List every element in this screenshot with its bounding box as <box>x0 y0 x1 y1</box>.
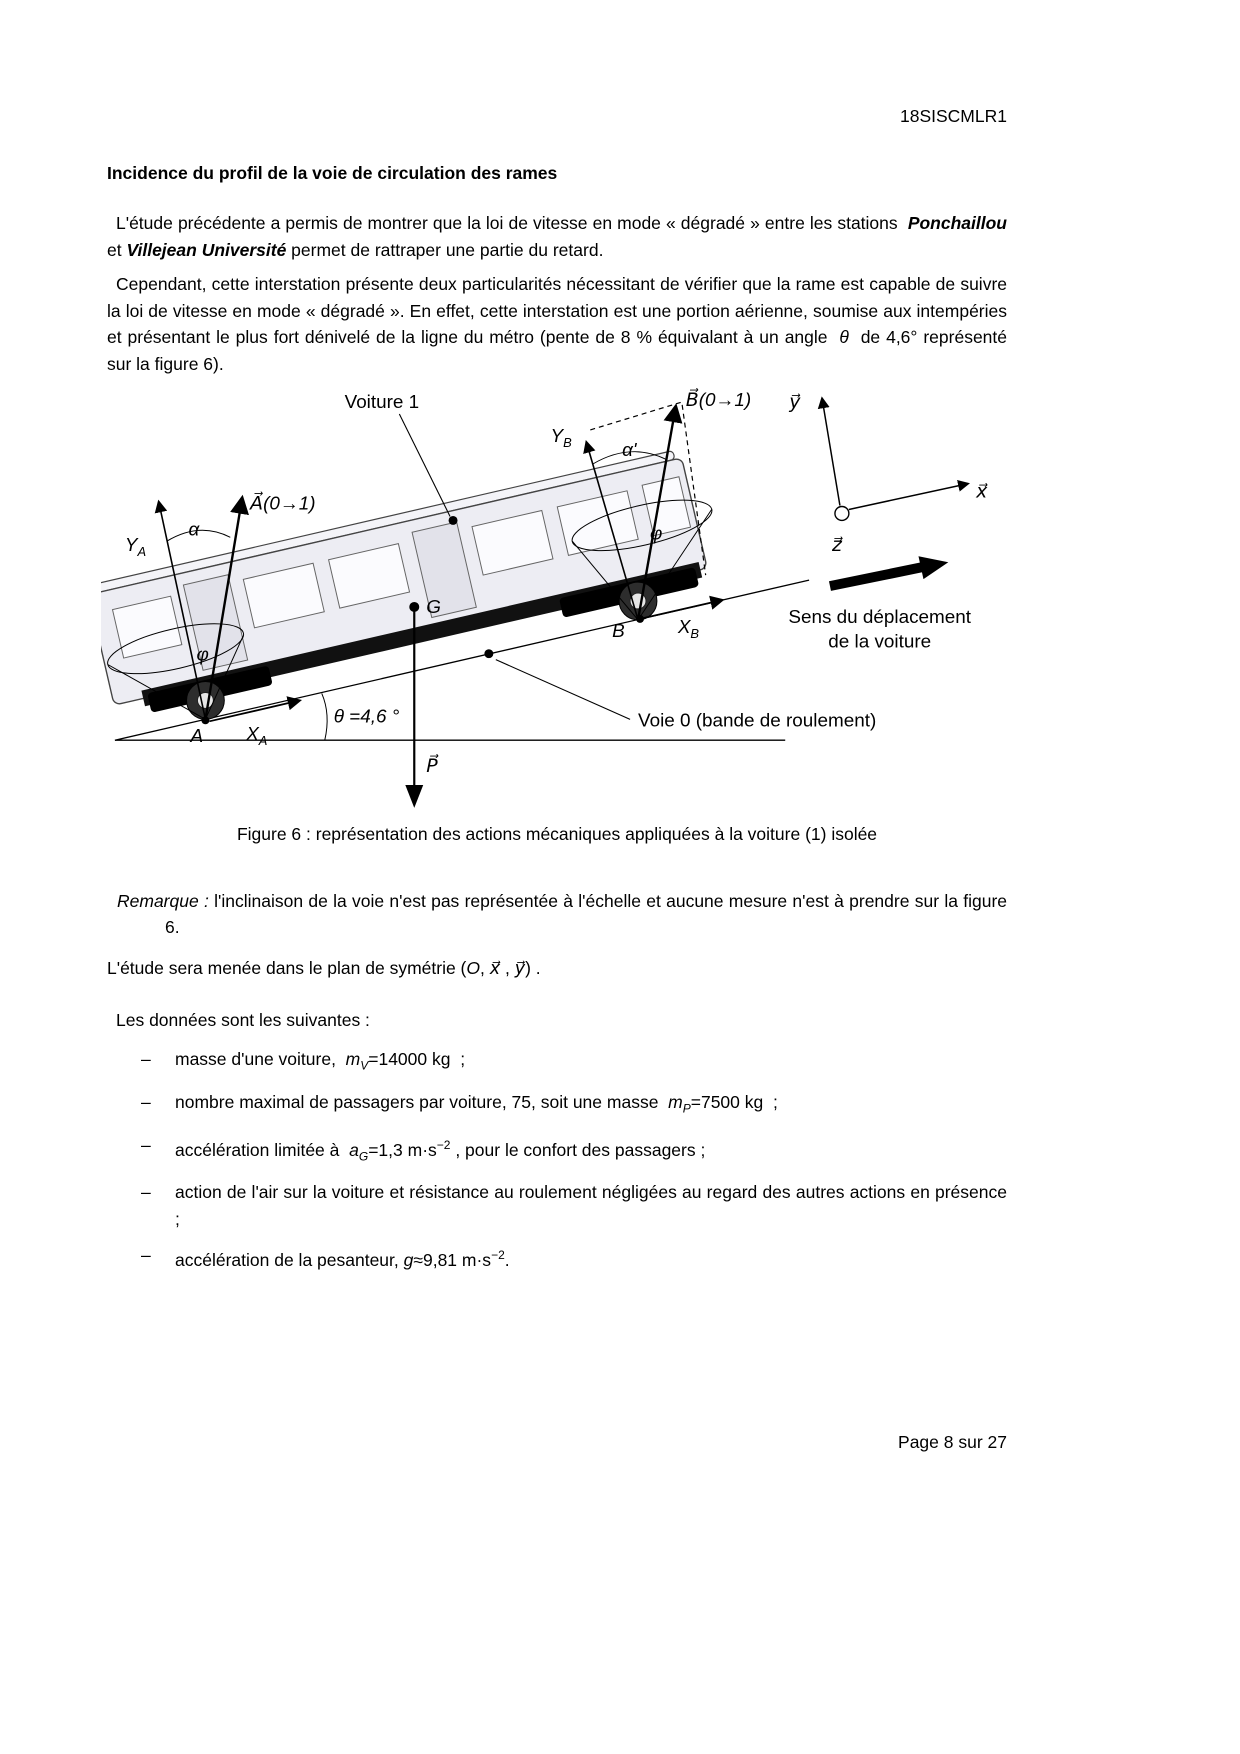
vector-xb <box>639 595 725 620</box>
label-point-g: G <box>426 597 441 618</box>
theta-label: θ =4,6 ° <box>334 706 400 727</box>
label-ya-base: Y <box>125 535 139 556</box>
paragraph-context: Cependant, cette interstation présente d… <box>107 274 1007 374</box>
data-list-intro: Les données sont les suivantes : <box>116 1010 370 1030</box>
list-dash: – <box>141 1245 151 1266</box>
label-xb-sub: B <box>690 626 699 641</box>
list-item-passengers: – nombre maximal de passagers par voitur… <box>141 1089 1007 1122</box>
list-dash: – <box>141 1182 151 1203</box>
label-vec-b: B⃗(0→1) <box>686 388 751 411</box>
label-vec-p: P⃗ <box>426 754 439 777</box>
alpha-label: α <box>189 519 201 540</box>
label-xa-base: X <box>245 724 260 745</box>
weight-arrowhead <box>405 784 424 808</box>
car-group <box>101 450 707 713</box>
label-xb: XB <box>677 617 700 641</box>
cone-a-right-line <box>204 635 244 720</box>
list-item-text: accélération de la pesanteur, g≈9,81 m·s… <box>175 1248 510 1271</box>
alpha-prime-label: α' <box>622 440 638 461</box>
data-list: – masse d'une voiture, mV=14000 kg ; – n… <box>107 1046 1007 1274</box>
z-axis-label: z⃗ <box>831 535 843 556</box>
label-vec-a: A⃗(0→1) <box>249 491 315 514</box>
sens-arrowhead <box>918 556 949 580</box>
car-window <box>111 595 183 659</box>
figure-caption: Figure 6 : représentation des actions mé… <box>236 824 878 844</box>
list-dash: – <box>141 1091 151 1112</box>
label-xa-sub: A <box>258 733 268 748</box>
doc-reference: 18SISCMLR1 <box>900 106 1007 126</box>
contact-dot-a <box>201 716 210 725</box>
y-axis-label: y⃗ <box>788 392 801 413</box>
car-window <box>471 509 554 576</box>
track-dot <box>484 649 494 659</box>
alpha-prime-arc <box>593 451 668 465</box>
label-yb-sub: B <box>563 435 572 450</box>
page-number: Page 8 sur 27 <box>898 1432 1007 1452</box>
label-point-b: B <box>612 621 625 642</box>
vector-a <box>204 494 249 720</box>
phi-a-label: φ <box>196 645 208 666</box>
vector-ya <box>154 499 207 720</box>
sens-label-line1: Sens du déplacement <box>788 607 971 628</box>
label-xb-base: X <box>677 617 692 638</box>
voiture-label: Voiture 1 <box>345 392 420 413</box>
voiture-pointer-line <box>398 413 451 517</box>
theta-arc <box>321 693 328 741</box>
list-item-text: accélération limitée à aG=1,3 m·s−2 , po… <box>175 1137 706 1163</box>
car-door <box>411 521 477 619</box>
figure-6-diagram: θ =4,6 ° <box>101 388 988 808</box>
list-item-text: nombre maximal de passagers par voiture,… <box>175 1091 778 1116</box>
roof-dot <box>448 515 458 525</box>
axis-y <box>817 396 841 506</box>
list-item-text: action de l'air sur la voiture et résist… <box>175 1182 1007 1229</box>
label-ya: YA <box>125 535 146 559</box>
section-title: Incidence du profil de la voie de circul… <box>107 163 558 183</box>
label-ya-sub: A <box>136 544 146 559</box>
alpha-arc <box>166 529 231 542</box>
label-xa: XA <box>245 724 267 748</box>
remark-paragraph: Remarque : l'inclinaison de la voie n'es… <box>117 890 1008 938</box>
list-dash: – <box>141 1048 151 1069</box>
axis-x <box>848 479 970 511</box>
page-content: 18SISCMLR1 Incidence du profil de la voi… <box>101 0 1008 1284</box>
list-item-text: masse d'une voiture, mV=14000 kg ; <box>175 1048 466 1073</box>
origin-circle <box>834 505 850 522</box>
car-window <box>556 490 639 556</box>
study-plane-line: L'étude sera menée dans le plan de symét… <box>107 957 541 978</box>
voie-label: Voie 0 (bande de roulement) <box>638 710 876 731</box>
vector-yb <box>583 440 639 621</box>
car-window <box>641 476 692 537</box>
cone-a-ellipse <box>107 623 245 675</box>
label-point-a: A <box>190 726 204 747</box>
list-item-acceleration: – accélération limitée à aG=1,3 m·s−2 , … <box>141 1132 1007 1170</box>
voie-pointer-line <box>495 659 631 720</box>
list-item-mass: – masse d'une voiture, mV=14000 kg ; <box>141 1046 1007 1079</box>
friction-cone-a: φ <box>107 623 245 720</box>
cone-b-left-line <box>572 540 639 621</box>
label-yb: YB <box>551 426 573 450</box>
car-window <box>242 562 325 629</box>
vector-xa <box>209 696 302 723</box>
contact-dot-b <box>636 614 644 623</box>
cone-b-right-line <box>637 509 713 621</box>
paragraph-intro: L'étude précédente a permis de montrer q… <box>107 213 1007 260</box>
x-axis-label: x⃗ <box>975 482 988 503</box>
sens-label-line2: de la voiture <box>828 632 931 653</box>
label-yb-base: Y <box>551 426 565 447</box>
car-door <box>182 574 249 671</box>
list-item-gravity: – accélération de la pesanteur, g≈9,81 m… <box>141 1242 1007 1273</box>
list-dash: – <box>141 1134 151 1155</box>
cone-a-left-line <box>107 664 206 720</box>
car-window <box>327 542 411 609</box>
cone-b-ellipse <box>571 499 713 552</box>
sens-arrow-shaft <box>828 562 924 591</box>
vector-b <box>636 403 683 621</box>
list-item-air-resistance: – action de l'air sur la voiture et rési… <box>141 1179 1007 1232</box>
